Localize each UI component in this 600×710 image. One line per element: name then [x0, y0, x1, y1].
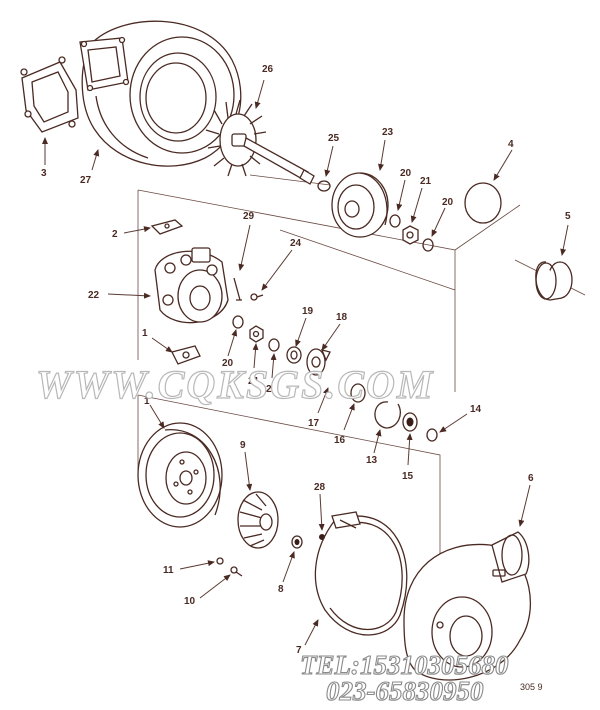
callout-20a: 20 — [400, 168, 412, 179]
callout-10: 10 — [184, 596, 196, 607]
heat-shield-23 — [331, 172, 389, 238]
callout-7: 7 — [296, 645, 302, 656]
callout-14: 14 — [470, 404, 482, 415]
callout-28: 28 — [314, 482, 326, 493]
gasket-2 — [150, 219, 184, 235]
washer-11 — [216, 557, 224, 565]
callout-27: 27 — [80, 175, 92, 186]
contact-phone: 023-65830950 — [326, 676, 484, 706]
assembly-guide-lines — [137, 174, 586, 600]
callout-20c: 20 — [222, 358, 234, 369]
callout-11: 11 — [163, 565, 174, 576]
gasket-3 — [20, 56, 79, 133]
piston-ring-13 — [374, 401, 401, 429]
thrust-collar-19 — [286, 346, 302, 364]
callout-6: 6 — [528, 473, 534, 484]
ring-20-top — [389, 214, 401, 228]
ring-20-low — [268, 338, 280, 352]
callout-9: 9 — [240, 440, 246, 451]
nut-8 — [291, 535, 303, 549]
callout-3: 3 — [41, 168, 47, 179]
callout-20b: 20 — [442, 197, 454, 208]
callout-17: 17 — [308, 418, 320, 429]
bearing-housing-22 — [154, 247, 229, 324]
turbine-wheel-26 — [205, 99, 315, 185]
callout-21b: 21 — [248, 376, 260, 387]
callout-4: 4 — [508, 139, 514, 150]
thrust-bearing-18 — [306, 348, 331, 376]
o-ring-14 — [426, 428, 438, 442]
collar-ring-5 — [535, 261, 573, 301]
ring-25 — [317, 180, 331, 192]
ring-20-right — [422, 238, 434, 252]
callout-29: 29 — [243, 211, 255, 222]
v-band-clamp-7 — [314, 511, 408, 636]
gasket-1 — [171, 345, 201, 365]
insert-15 — [402, 412, 418, 432]
compressor-housing-6 — [403, 531, 532, 681]
spacer-16 — [350, 383, 366, 403]
nut-21-top — [402, 225, 419, 245]
screw-24 — [250, 293, 264, 301]
figure-code: 305 9 — [520, 682, 543, 692]
compressor-wheel-9 — [237, 491, 279, 549]
watermark-text: WWW.CQKSGS.COM — [36, 362, 435, 407]
callout-19: 19 — [302, 306, 314, 317]
callout-22: 22 — [88, 290, 100, 301]
compressor-backplate-1 — [137, 422, 223, 528]
callout-18: 18 — [336, 312, 348, 323]
callout-8: 8 — [278, 584, 284, 595]
callout-1a: 1 — [142, 328, 148, 339]
callout-1b: 1 — [144, 396, 150, 407]
callout-2: 2 — [112, 229, 118, 240]
o-ring-4 — [464, 182, 502, 224]
turbine-housing-27 — [79, 20, 242, 167]
callout-labels: 3 27 26 25 23 20 21 20 4 5 2 29 24 22 1 … — [41, 64, 571, 656]
ring-20-mid — [232, 315, 244, 329]
callout-24: 24 — [290, 238, 302, 249]
callout-20d: 20 — [266, 384, 278, 395]
callout-21a: 21 — [420, 176, 432, 187]
callout-16: 16 — [334, 435, 346, 446]
contact-tel: TEL:15310305680 — [300, 650, 509, 680]
callout-13: 13 — [366, 455, 378, 466]
callout-23: 23 — [382, 127, 394, 138]
screw-10 — [230, 566, 243, 577]
pin-29 — [233, 277, 242, 301]
callout-5: 5 — [565, 211, 571, 222]
callout-26: 26 — [262, 64, 274, 75]
callout-15: 15 — [402, 471, 414, 482]
callout-25: 25 — [328, 133, 340, 144]
leader-lines — [42, 79, 569, 646]
nut-21-mid — [249, 325, 264, 343]
